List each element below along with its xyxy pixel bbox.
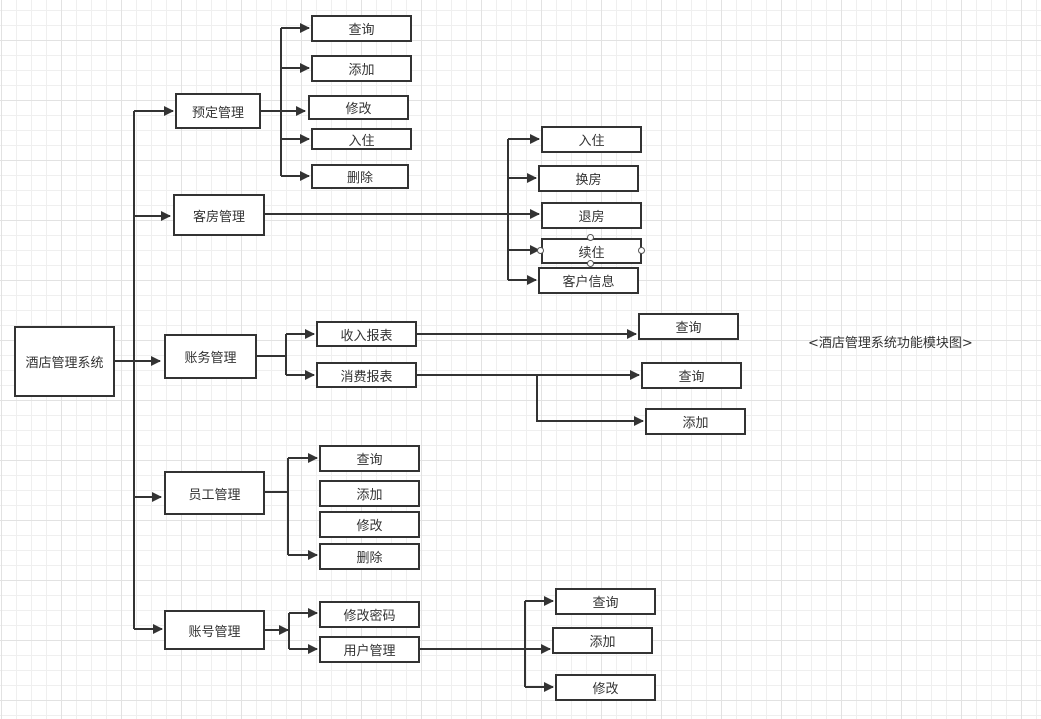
node-user[interactable]: 账号管理 (164, 610, 265, 650)
node-staff-add[interactable]: 添加 (319, 480, 420, 507)
node-label: 续住 (578, 245, 605, 261)
node-staff-delete[interactable]: 删除 (319, 543, 420, 570)
node-label: 删除 (346, 171, 373, 186)
node-booking-query[interactable]: 查询 (311, 15, 412, 42)
node-label: 酒店管理系统 (25, 356, 104, 371)
node-label: 修改 (345, 102, 372, 117)
node-expense-report[interactable]: 消费报表 (316, 362, 417, 388)
node-staff-query[interactable]: 查询 (319, 445, 420, 472)
node-change-password[interactable]: 修改密码 (319, 601, 420, 628)
node-booking-delete[interactable]: 删除 (311, 164, 409, 189)
node-user-add[interactable]: 添加 (552, 627, 653, 654)
node-label: 入住 (348, 133, 375, 149)
node-user-manage[interactable]: 用户管理 (319, 636, 420, 663)
node-label: 查询 (592, 596, 619, 611)
node-income-query[interactable]: 查询 (638, 313, 739, 340)
node-room[interactable]: 客房管理 (173, 194, 265, 236)
node-label: 用户管理 (343, 644, 396, 659)
node-booking-checkin[interactable]: 入住 (311, 128, 412, 150)
edge-expense-to-add[interactable] (536, 375, 644, 426)
node-label: 消费报表 (340, 369, 393, 385)
node-room-checkout[interactable]: 退房 (541, 202, 642, 229)
node-label: 添加 (356, 488, 383, 503)
node-label: 修改 (356, 519, 383, 534)
node-label: 查询 (348, 23, 375, 38)
node-label: 添加 (682, 416, 709, 431)
node-label: 预定管理 (191, 105, 244, 121)
node-label: 客户信息 (562, 275, 615, 290)
node-staff-edit[interactable]: 修改 (319, 511, 420, 538)
node-label: 入住 (578, 134, 605, 149)
node-label: 修改 (592, 682, 619, 697)
resize-handle-left[interactable] (537, 247, 544, 254)
node-booking[interactable]: 预定管理 (175, 93, 261, 129)
node-label: 账号管理 (188, 624, 241, 640)
node-label: 删除 (356, 551, 383, 566)
node-label: 换房 (575, 173, 602, 188)
node-room-checkin[interactable]: 入住 (541, 126, 642, 153)
resize-handle-bottom[interactable] (587, 260, 594, 267)
node-user-query[interactable]: 查询 (555, 588, 656, 615)
node-staff[interactable]: 员工管理 (164, 471, 265, 515)
node-booking-add[interactable]: 添加 (311, 55, 412, 82)
node-label: 查询 (675, 321, 702, 336)
node-label: 添加 (589, 635, 616, 650)
node-label: 查询 (678, 370, 705, 385)
node-account[interactable]: 账务管理 (164, 334, 257, 379)
node-room-change[interactable]: 换房 (538, 165, 639, 192)
node-booking-edit[interactable]: 修改 (308, 95, 409, 120)
resize-handle-right[interactable] (638, 247, 645, 254)
node-expense-add[interactable]: 添加 (645, 408, 746, 435)
node-root[interactable]: 酒店管理系统 (14, 326, 115, 397)
node-label: 客房管理 (192, 209, 245, 225)
node-label: 退房 (578, 210, 605, 225)
diagram-caption: <酒店管理系统功能模块图> (808, 336, 973, 351)
node-expense-query[interactable]: 查询 (641, 362, 742, 389)
node-label: 收入报表 (340, 328, 393, 344)
node-label: 员工管理 (188, 487, 241, 503)
node-room-customer[interactable]: 客户信息 (538, 267, 639, 294)
node-label: 账务管理 (184, 351, 237, 366)
node-user-edit[interactable]: 修改 (555, 674, 656, 701)
resize-handle-top[interactable] (587, 234, 594, 241)
node-label: 修改密码 (343, 609, 396, 624)
node-income-report[interactable]: 收入报表 (316, 321, 417, 347)
node-label: 查询 (356, 453, 383, 468)
node-label: 添加 (348, 63, 375, 78)
